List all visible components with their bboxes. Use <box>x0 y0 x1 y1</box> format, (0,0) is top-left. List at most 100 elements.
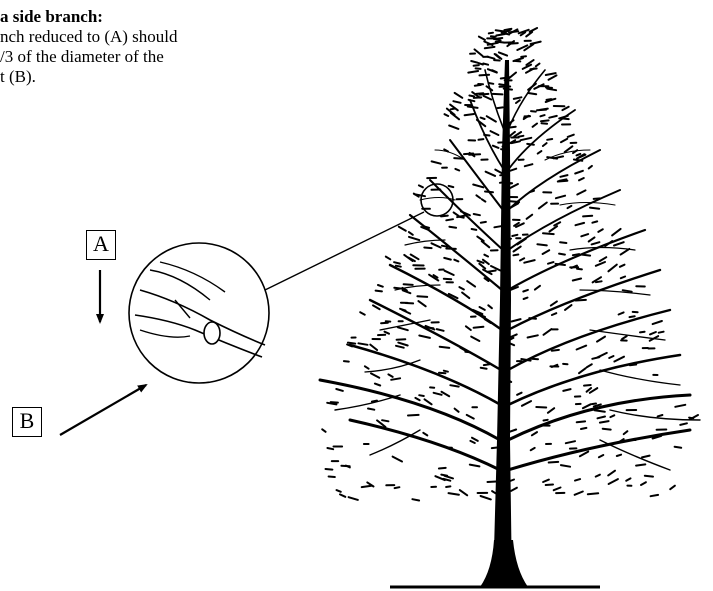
foliage-dash <box>559 174 569 178</box>
foliage-dash <box>547 460 560 464</box>
foliage-dash <box>324 468 334 471</box>
foliage-dash <box>673 445 683 449</box>
foliage-dash <box>594 473 601 478</box>
foliage-dash <box>534 62 541 68</box>
foliage-dash <box>434 475 446 482</box>
foliage-dash <box>483 277 490 282</box>
foliage-dash <box>554 262 566 266</box>
foliage-dash <box>519 31 527 37</box>
foliage-dash <box>506 333 518 340</box>
foliage-dash <box>453 258 460 263</box>
foliage-dash <box>399 307 407 312</box>
foliage-dash <box>369 343 379 351</box>
foliage-dash <box>586 492 600 496</box>
foliage-dash <box>574 221 586 227</box>
foliage-dash <box>572 158 584 162</box>
foliage-dash <box>347 496 359 501</box>
foliage-dash <box>346 343 354 348</box>
foliage-dash <box>533 284 541 291</box>
foliage-dash <box>477 138 485 141</box>
foliage-dash <box>393 486 401 490</box>
foliage-dash <box>516 391 523 396</box>
foliage-dash <box>475 194 482 199</box>
foliage-dash <box>478 262 487 270</box>
foliage-dash <box>523 115 531 119</box>
foliage-dash <box>472 64 480 67</box>
foliage-dash <box>589 206 601 210</box>
foliage-dash <box>326 447 335 451</box>
foliage-dash <box>537 201 548 210</box>
foliage-dash <box>456 214 467 219</box>
foliage-dash <box>432 391 443 396</box>
foliage-dash <box>545 98 553 101</box>
foliage-dash <box>516 44 529 51</box>
foliage-dash <box>574 478 582 482</box>
foliage-dash <box>335 489 342 493</box>
foliage-dash <box>443 269 455 276</box>
foliage-dash <box>576 189 587 196</box>
foliage-dash <box>570 264 578 269</box>
foliage-dash <box>472 183 485 189</box>
foliage-dash <box>526 334 539 339</box>
foliage-dash <box>417 184 424 189</box>
foliage-dash <box>472 325 485 329</box>
foliage-dash <box>452 100 462 104</box>
foliage-dash <box>621 289 633 293</box>
foliage-dash <box>464 350 472 354</box>
foliage-dash <box>418 394 425 397</box>
foliage-dash <box>393 286 404 290</box>
foliage-dash <box>506 428 518 434</box>
foliage-dash <box>581 253 592 257</box>
foliage-dash <box>607 263 618 273</box>
callout-connector <box>264 211 425 291</box>
foliage-dash <box>397 225 407 232</box>
foliage-dash <box>523 259 536 264</box>
foliage-dash <box>552 155 565 160</box>
foliage-dash <box>596 351 608 359</box>
foliage-dash <box>539 114 546 118</box>
foliage-dash <box>566 204 573 210</box>
foliage-dash <box>530 431 538 437</box>
foliage-dash <box>515 222 525 228</box>
foliage-dash <box>617 438 625 444</box>
foliage-dash <box>581 403 592 410</box>
foliage-dash <box>598 420 610 424</box>
foliage-dash <box>416 295 429 298</box>
foliage-dash <box>417 300 427 308</box>
foliage-dash <box>468 94 476 98</box>
foliage-dash <box>540 119 550 123</box>
cut-location-circle <box>420 183 454 217</box>
foliage-dash <box>515 99 521 104</box>
foliage-dash <box>649 331 657 336</box>
foliage-dash <box>391 455 403 463</box>
foliage-dash <box>601 427 612 431</box>
foliage-dash <box>563 145 574 154</box>
foliage-dash <box>445 218 454 222</box>
foliage-dash <box>397 341 409 347</box>
foliage-dash <box>440 390 451 398</box>
foliage-dash <box>466 105 479 109</box>
foliage-dash <box>516 237 527 246</box>
foliage-dash <box>402 283 414 286</box>
foliage-dash <box>635 463 647 467</box>
foliage-dash <box>486 269 497 273</box>
foliage-dash <box>517 28 530 35</box>
foliage-dash <box>500 148 507 152</box>
magnified-detail <box>128 242 270 384</box>
foliage-dash <box>437 466 447 470</box>
foliage-dash <box>497 51 509 57</box>
foliage-dash <box>597 454 605 459</box>
foliage-dash <box>448 124 460 130</box>
foliage-dash <box>422 225 431 229</box>
foliage-dash <box>422 431 429 437</box>
foliage-dash <box>594 261 606 267</box>
foliage-dash <box>536 150 543 155</box>
foliage-dash <box>517 134 525 138</box>
foliage-dash <box>578 450 590 458</box>
foliage-dash <box>484 170 497 177</box>
foliage-dash <box>403 253 414 262</box>
foliage-dash <box>571 277 583 282</box>
foliage-dash <box>500 31 511 36</box>
foliage-dash <box>580 233 590 238</box>
foliage-dash <box>420 226 430 231</box>
